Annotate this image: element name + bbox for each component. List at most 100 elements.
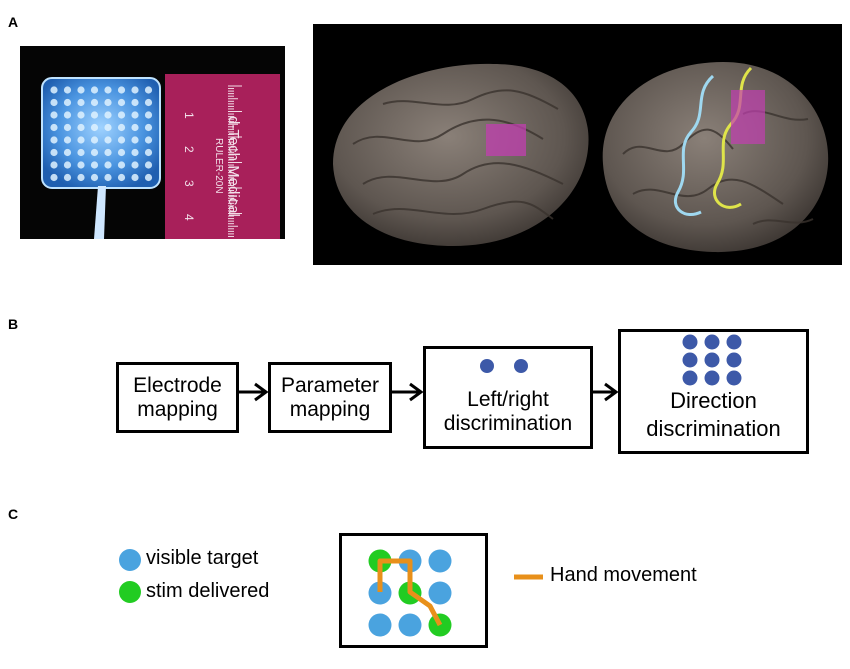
- electrode-contact: [77, 98, 85, 107]
- visible-target: [428, 549, 452, 573]
- electrode-contact: [117, 148, 126, 157]
- flow-step-3-line2: discrimination: [443, 412, 573, 435]
- electrode-contact: [144, 173, 153, 182]
- electrode-contact: [63, 136, 72, 144]
- electrode-contact: [104, 136, 112, 144]
- flow-step-electrode-mapping: Electrode mapping: [116, 362, 239, 433]
- flow-step-2-line2: mapping: [289, 397, 371, 421]
- flow-step-left-right-discrimination: Left/right discrimination: [423, 346, 593, 449]
- direction-target-dot: [682, 370, 698, 386]
- electrode-contact: [117, 123, 126, 132]
- electrode-contact: [104, 148, 112, 157]
- left-target-dot: [480, 359, 494, 373]
- electrode-contact: [131, 86, 139, 94]
- electrode-contact: [77, 148, 85, 157]
- electrode-contact: [131, 173, 139, 182]
- electrode-contact: [50, 98, 58, 107]
- panel-label-b: B: [8, 316, 19, 332]
- flow-step-1-line2: mapping: [137, 397, 218, 421]
- electrode-contact: [117, 136, 126, 144]
- electrode-grid-photo: d-Tech Medical RULER-20N 1 2 3 4: [20, 46, 285, 239]
- panel-label-c: C: [8, 506, 19, 522]
- electrode-contact: [50, 173, 58, 182]
- flow-step-2-line1: Parameter: [280, 373, 380, 397]
- electrode-contact: [117, 86, 126, 94]
- legend-stim-delivered: stim delivered: [146, 580, 270, 602]
- electrode-contact: [144, 136, 153, 144]
- electrode-contact: [63, 173, 72, 182]
- electrode-contact: [144, 161, 153, 169]
- electrode-contact: [50, 136, 58, 144]
- electrode-contact: [77, 111, 85, 119]
- electrode-contact: [77, 136, 85, 144]
- electrode-contact: [50, 123, 58, 132]
- right-target-dot: [514, 359, 528, 373]
- visible-target-swatch: [119, 549, 141, 571]
- electrode-contact: [77, 161, 85, 169]
- hand-movement-path: [377, 558, 443, 627]
- electrode-contact: [144, 86, 153, 94]
- electrode-contact: [50, 148, 58, 157]
- direction-target-dot: [726, 370, 742, 386]
- visible-target: [428, 581, 452, 605]
- electrode-contact: [63, 123, 72, 132]
- electrode-contact: [144, 111, 153, 119]
- electrode-contact: [104, 173, 112, 182]
- brain-rendering-image: [313, 24, 842, 265]
- electrode-contact: [90, 148, 99, 157]
- electrode-contact: [104, 98, 112, 107]
- flow-step-parameter-mapping: Parameter mapping: [268, 362, 392, 433]
- direction-target-dot: [704, 334, 720, 350]
- electrode-contact: [90, 111, 99, 119]
- flow-step-1-line1: Electrode: [133, 373, 222, 397]
- electrode-contact: [90, 86, 99, 94]
- electrode-contact: [131, 111, 139, 119]
- electrode-contact: [131, 123, 139, 132]
- direction-target-dot: [704, 352, 720, 368]
- electrode-contact: [63, 86, 72, 94]
- electrode-contact: [131, 161, 139, 169]
- left-right-target-dots: [480, 359, 528, 373]
- flow-arrow-1-head: [254, 382, 269, 402]
- electrode-contact: [50, 86, 58, 94]
- direction-target-dot: [726, 334, 742, 350]
- electrode-contact: [77, 86, 85, 94]
- visible-target: [368, 581, 392, 605]
- electrode-contact: [77, 123, 85, 132]
- electrode-contact: [63, 161, 72, 169]
- legend-hand-movement: Hand movement: [550, 564, 697, 586]
- flow-arrow-3-head: [604, 382, 619, 402]
- electrode-contact: [90, 136, 99, 144]
- flow-arrow-2-head: [409, 382, 424, 402]
- legend-visible-target: visible target: [146, 547, 259, 569]
- electrode-contact: [90, 161, 99, 169]
- electrode-contact: [104, 161, 112, 169]
- visible-target: [398, 613, 422, 637]
- hand-movement-grid-box: [339, 533, 488, 648]
- direction-target-dots: [682, 334, 742, 386]
- panel-label-a: A: [8, 14, 19, 30]
- electrode-contact: [63, 148, 72, 157]
- flow-step-3-line1: Left/right: [467, 388, 549, 411]
- electrode-contact: [144, 148, 153, 157]
- direction-target-dot: [704, 370, 720, 386]
- electrode-contact: [63, 111, 72, 119]
- brain-rendering-illustration: [333, 62, 829, 253]
- electrode-contact: [117, 173, 126, 182]
- electrode-contact: [144, 123, 153, 132]
- electrode-contact: [104, 86, 112, 94]
- electrode-contact: [131, 136, 139, 144]
- electrode-contact: [117, 98, 126, 107]
- electrode-contact: [117, 111, 126, 119]
- electrode-contact: [104, 111, 112, 119]
- direction-target-dot: [726, 352, 742, 368]
- direction-target-dot: [682, 352, 698, 368]
- electrode-contact: [63, 98, 72, 107]
- stim-delivered-swatch: [119, 581, 141, 603]
- electrode-contact: [90, 173, 99, 182]
- direction-target-dot: [682, 334, 698, 350]
